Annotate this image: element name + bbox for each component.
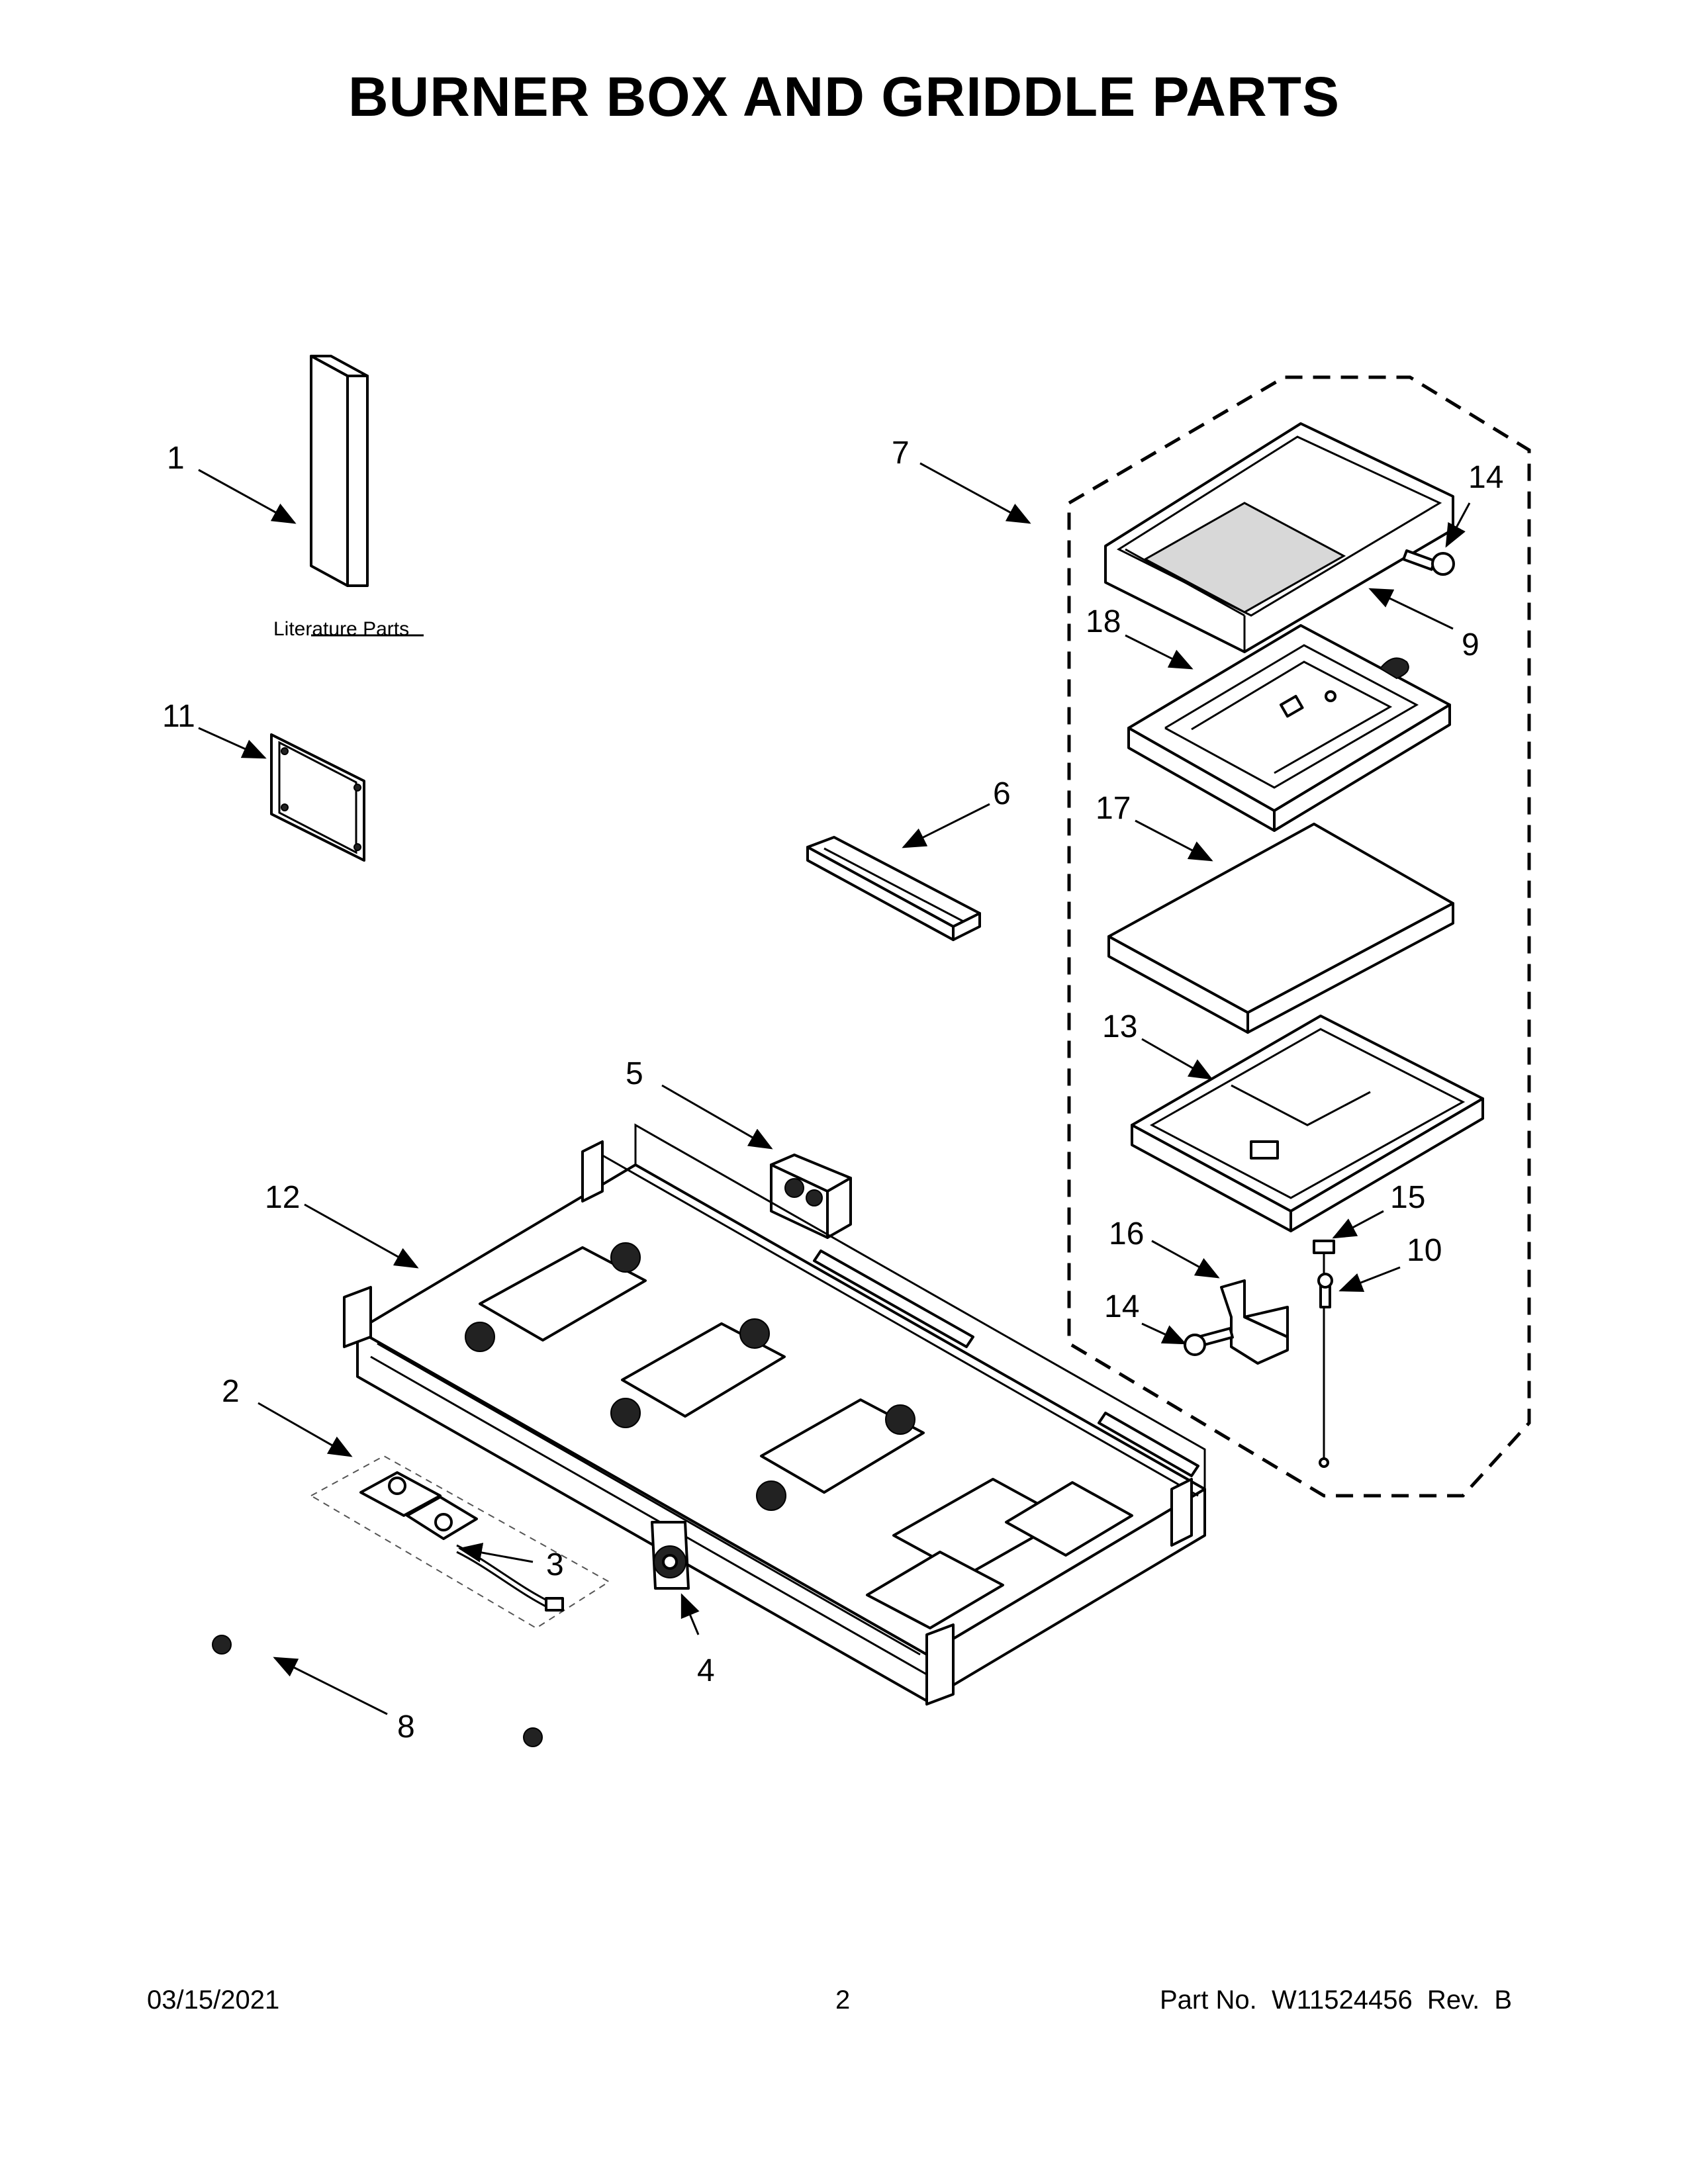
callout-17: 17 <box>1096 791 1131 826</box>
callout-4: 4 <box>697 1653 715 1688</box>
footer-part-number: Part No. W11524456 Rev. B <box>1160 1985 1513 2015</box>
burner-frame-part-18 <box>1127 624 1451 832</box>
screw-part-10 <box>1317 1273 1333 1308</box>
bracket-part-16 <box>1220 1279 1289 1365</box>
module-part-5 <box>770 1154 852 1239</box>
griddle-assembly-boundary <box>1067 375 1531 1498</box>
callout-7: 7 <box>892 435 910 471</box>
plate-part-11 <box>270 733 365 862</box>
callout-18: 18 <box>1086 604 1121 639</box>
literature-parts-label: Literature Parts <box>273 618 409 640</box>
screw-part-14-lower <box>1184 1327 1234 1356</box>
grease-tray-part-6 <box>806 836 981 941</box>
footer-page-number: 2 <box>835 1985 851 2015</box>
callout-15: 15 <box>1390 1180 1425 1215</box>
griddle-plate-part-9 <box>1104 422 1454 653</box>
callout-10: 10 <box>1407 1233 1442 1268</box>
page-title: BURNER BOX AND GRIDDLE PARTS <box>348 66 1340 128</box>
valve-assembly-part-2 <box>359 1471 478 1540</box>
callout-2: 2 <box>222 1374 240 1409</box>
screw-part-14-upper <box>1402 549 1455 576</box>
callout-11: 11 <box>162 699 195 734</box>
callout-3: 3 <box>546 1547 564 1582</box>
callout-14-lower: 14 <box>1104 1289 1139 1324</box>
insulation-pad-part-17 <box>1107 823 1454 1034</box>
fitting-part-4 <box>651 1521 690 1590</box>
pan-part-13 <box>1131 1015 1484 1232</box>
gas-tube-part-8 <box>212 1596 543 1747</box>
valve-assembly-boundary <box>309 1455 610 1629</box>
callout-8: 8 <box>397 1709 415 1745</box>
literature-parts-booklet <box>310 355 424 637</box>
footer-date: 03/15/2021 <box>147 1985 280 2015</box>
callout-6: 6 <box>993 776 1011 811</box>
callout-12: 12 <box>265 1180 300 1215</box>
burner-heads <box>465 1242 915 1511</box>
callout-5: 5 <box>626 1056 643 1091</box>
callout-13: 13 <box>1102 1009 1137 1044</box>
leader-arrows <box>198 462 1471 1715</box>
callout-numbers: 1 11 7 14 9 18 6 17 13 15 10 16 14 5 12 … <box>162 435 1503 1745</box>
callout-14-upper: 14 <box>1468 460 1503 495</box>
callout-16: 16 <box>1109 1216 1144 1251</box>
burner-box-part-12 <box>343 1123 1206 1706</box>
callout-1: 1 <box>167 441 185 476</box>
callout-9: 9 <box>1462 627 1479 662</box>
